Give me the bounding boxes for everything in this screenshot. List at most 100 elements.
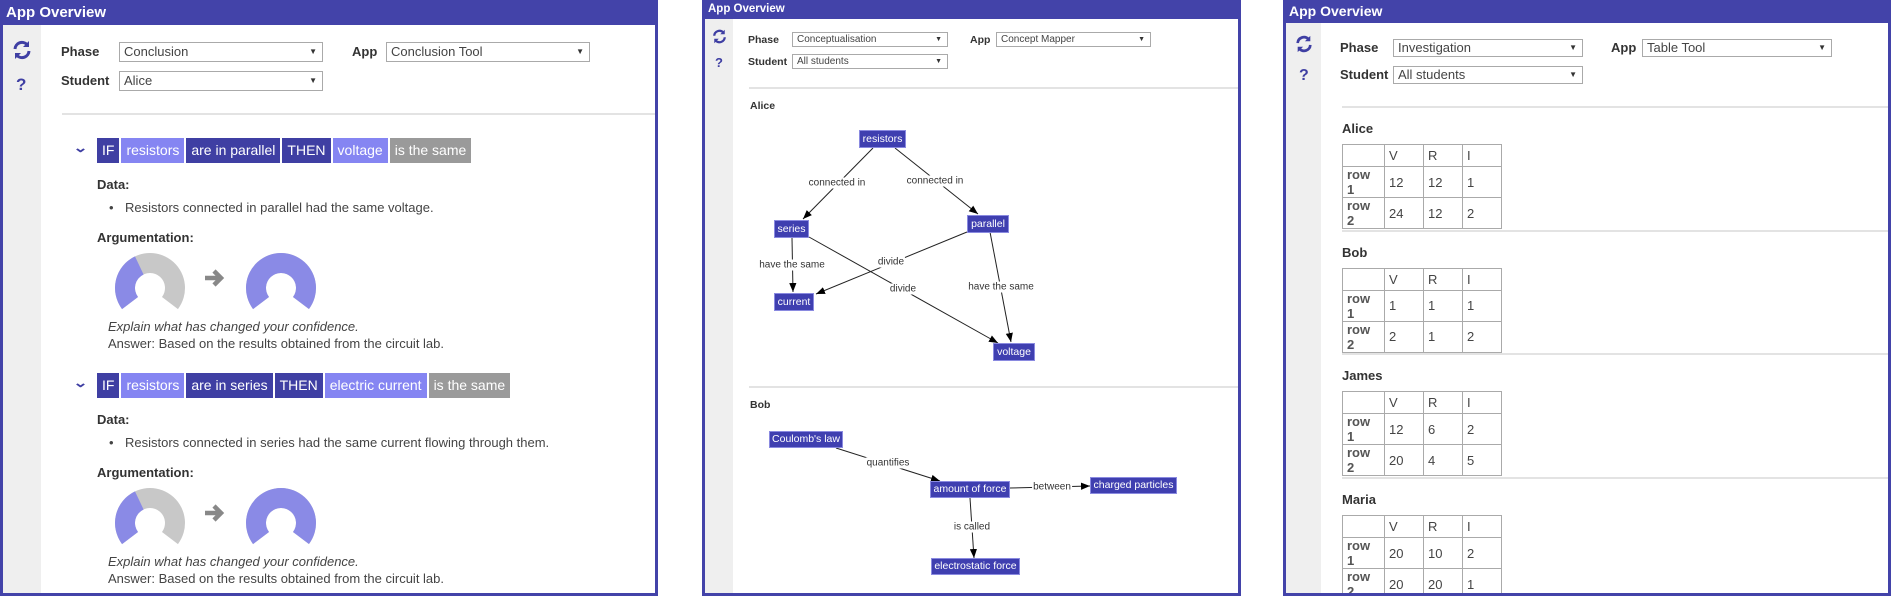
student-label: Student bbox=[1340, 67, 1389, 82]
row-header: row 2 bbox=[1342, 320, 1385, 353]
divider bbox=[1342, 106, 1888, 108]
concept-chip: electric current bbox=[324, 373, 427, 398]
phase-select-value: Conceptualisation bbox=[797, 34, 877, 45]
edge-label: connected in bbox=[807, 177, 867, 189]
divider bbox=[62, 113, 655, 115]
concept-chip: is the same bbox=[389, 138, 472, 163]
confidence-after-gauge bbox=[246, 488, 316, 545]
chevron-down-icon: ▼ bbox=[1818, 43, 1826, 52]
app-select[interactable]: Conclusion Tool▼ bbox=[386, 42, 590, 62]
concept-map-overview-panel: App Overview ? Phase Conceptualisation▼ … bbox=[702, 0, 1241, 596]
concept-node[interactable]: series bbox=[774, 220, 809, 238]
column-header: R bbox=[1423, 144, 1463, 167]
concept-node[interactable]: resistors bbox=[859, 130, 906, 148]
confidence-fill bbox=[246, 488, 316, 545]
phase-select[interactable]: Investigation▼ bbox=[1393, 39, 1583, 57]
confidence-before-gauge bbox=[115, 253, 185, 310]
student-select[interactable]: All students▼ bbox=[792, 54, 948, 69]
panel-header: App Overview bbox=[705, 0, 1238, 19]
app-select[interactable]: Concept Mapper▼ bbox=[996, 32, 1151, 47]
arrow-right-icon bbox=[205, 504, 225, 522]
help-icon[interactable]: ? bbox=[1299, 67, 1309, 84]
table-cell: 12 bbox=[1423, 166, 1463, 198]
table-cell: 1 bbox=[1462, 289, 1502, 322]
divider bbox=[1342, 353, 1888, 356]
refresh-icon[interactable] bbox=[712, 29, 727, 44]
conclusion-overview-panel: App Overview ? Phase Conclusion▼ App Con… bbox=[0, 0, 658, 596]
concept-node[interactable]: charged particles bbox=[1090, 477, 1177, 494]
concept-node[interactable]: electrostatic force bbox=[931, 558, 1020, 575]
column-header: R bbox=[1423, 267, 1463, 291]
table-cell: 1 bbox=[1462, 568, 1502, 593]
app-label: App bbox=[1611, 40, 1637, 55]
concept-node[interactable]: amount of force bbox=[930, 481, 1010, 498]
concept-chip: are in series bbox=[186, 373, 273, 398]
arrow-right-icon bbox=[205, 269, 225, 287]
edge-label: have the same bbox=[758, 259, 826, 271]
chevron-down-icon: ▼ bbox=[309, 47, 317, 56]
row-header: row 2 bbox=[1342, 444, 1385, 477]
student-name: Maria bbox=[1342, 492, 1376, 508]
sidebar bbox=[1286, 23, 1321, 593]
table-cell: 20 bbox=[1384, 537, 1424, 570]
confidence-answer: Answer: Based on the results obtained fr… bbox=[108, 336, 445, 351]
data-item: Resistors connected in parallel had the … bbox=[125, 200, 434, 215]
concept-chip: IF bbox=[97, 138, 120, 163]
table-cell: 12 bbox=[1423, 197, 1463, 229]
phase-select-value: Conclusion bbox=[124, 44, 189, 59]
row-header: row 2 bbox=[1342, 197, 1385, 229]
divider bbox=[749, 386, 1238, 388]
chevron-down-icon[interactable]: ⌄ bbox=[72, 375, 89, 390]
confidence-answer: Answer: Based on the results obtained fr… bbox=[108, 571, 445, 586]
column-header: V bbox=[1384, 515, 1424, 539]
phase-select[interactable]: Conceptualisation ▼ bbox=[792, 32, 948, 47]
concept-node[interactable]: voltage bbox=[993, 343, 1035, 361]
table-cell: 20 bbox=[1423, 568, 1463, 593]
edge-label: between bbox=[1032, 481, 1072, 493]
chevron-down-icon[interactable]: ⌄ bbox=[72, 140, 89, 155]
chevron-down-icon: ▼ bbox=[935, 58, 942, 65]
concept-node[interactable]: parallel bbox=[967, 215, 1009, 233]
phase-select[interactable]: Conclusion ▼ bbox=[119, 42, 323, 62]
column-header: V bbox=[1384, 144, 1424, 167]
table-cell: 1 bbox=[1462, 166, 1502, 198]
student-select[interactable]: Alice▼ bbox=[119, 71, 323, 91]
column-header: V bbox=[1384, 267, 1424, 291]
app-label: App bbox=[352, 44, 378, 59]
table-cell: 2 bbox=[1462, 537, 1502, 570]
table-cell: 6 bbox=[1423, 413, 1463, 446]
refresh-icon[interactable] bbox=[1295, 35, 1313, 53]
app-select[interactable]: Table Tool▼ bbox=[1642, 39, 1832, 57]
student-name: Alice bbox=[1342, 121, 1374, 136]
concept-chip: voltage bbox=[332, 138, 388, 163]
chevron-down-icon: ▼ bbox=[935, 36, 942, 43]
column-header bbox=[1342, 515, 1385, 539]
student-select[interactable]: All students▼ bbox=[1393, 66, 1583, 84]
help-icon[interactable]: ? bbox=[715, 55, 723, 70]
refresh-icon[interactable] bbox=[12, 40, 32, 60]
student-label: Student bbox=[748, 56, 788, 68]
data-heading: Data: bbox=[97, 412, 130, 427]
concept-node[interactable]: current bbox=[774, 293, 814, 311]
table-cell: 12 bbox=[1384, 413, 1424, 446]
table-cell: 1 bbox=[1384, 289, 1424, 322]
concept-node[interactable]: Coulomb's law bbox=[769, 431, 843, 448]
table-cell: 10 bbox=[1423, 537, 1463, 570]
argumentation-heading: Argumentation: bbox=[97, 230, 194, 245]
concept-chip: are in parallel bbox=[186, 138, 281, 163]
confidence-fill bbox=[246, 253, 316, 310]
column-header: R bbox=[1423, 515, 1463, 539]
table-cell: 12 bbox=[1384, 166, 1424, 198]
help-icon[interactable]: ? bbox=[16, 75, 27, 94]
row-header: row 1 bbox=[1342, 537, 1385, 570]
